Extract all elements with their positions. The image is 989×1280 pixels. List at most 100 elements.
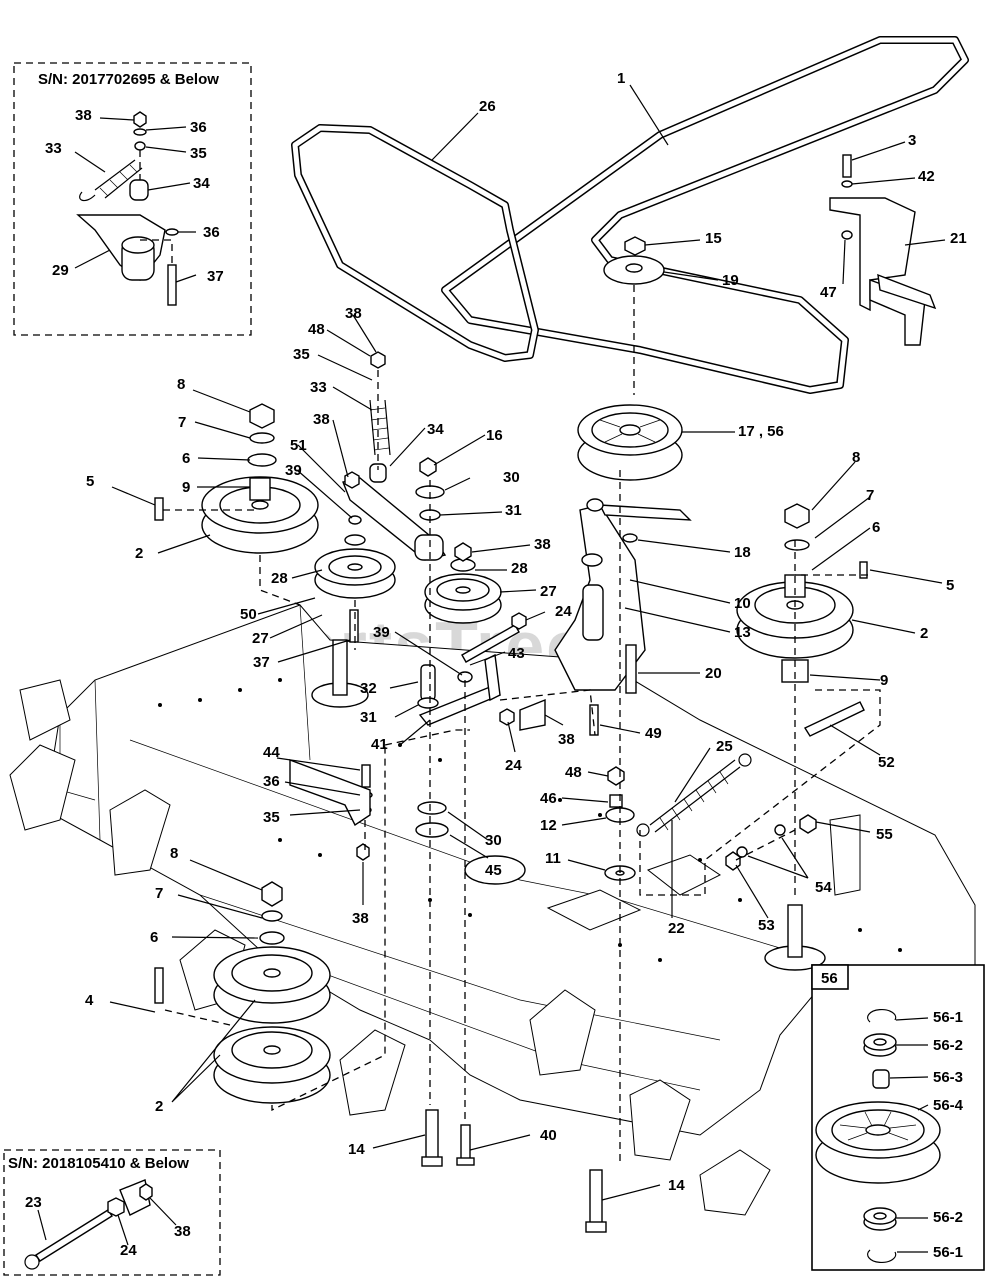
callout-42: 42 <box>918 168 935 185</box>
callout-21: 21 <box>950 230 967 247</box>
inset-callout-33: 33 <box>45 140 62 157</box>
spindle-pulley-left-lower <box>154 881 331 1104</box>
callout-28-center: 28 <box>511 560 528 577</box>
callout-5-left: 5 <box>86 473 94 490</box>
callout-38-mid: 38 <box>558 731 575 748</box>
nut-38-top <box>370 351 386 369</box>
bracket-left <box>289 758 371 827</box>
callout-5-right: 5 <box>946 577 954 594</box>
nut-48 <box>607 766 625 786</box>
callout-26: 26 <box>479 98 496 115</box>
callout-38-center: 38 <box>534 536 551 553</box>
washer-18 <box>622 533 638 543</box>
callout-51: 51 <box>290 437 307 454</box>
idler-pulley-17 <box>577 404 683 481</box>
inset-callout-36-a: 36 <box>190 119 207 136</box>
callout-18: 18 <box>734 544 751 561</box>
assembly-dashed-lines <box>163 285 881 1165</box>
callout-45: 45 <box>485 862 502 879</box>
bolt-52 <box>803 701 865 737</box>
callout-22: 22 <box>668 920 685 937</box>
callout-14-right: 14 <box>668 1177 685 1194</box>
inset-bottom-left: S/N: 2018105410 & Below <box>3 1149 221 1276</box>
inset-bottom-left-title: S/N: 2018105410 & Below <box>8 1155 189 1172</box>
mower-deck <box>9 604 976 1216</box>
bushing-46 <box>609 794 623 808</box>
callout-54: 54 <box>815 879 832 896</box>
bolt-40 <box>456 1124 475 1166</box>
bolt-49 <box>589 704 599 736</box>
callout-4: 4 <box>85 992 94 1009</box>
pulley-28-left <box>314 515 396 599</box>
callout-17-56: 17 , 56 <box>738 423 784 440</box>
callout-9-right: 9 <box>880 672 888 689</box>
callout-32: 32 <box>360 680 377 697</box>
bolt-20 <box>625 644 637 694</box>
callout-43: 43 <box>508 645 525 662</box>
callout-31-b: 31 <box>360 709 377 726</box>
callout-39-b: 39 <box>373 624 390 641</box>
callout-34: 34 <box>427 421 444 438</box>
callout-20: 20 <box>705 665 722 682</box>
inset-callout-37: 37 <box>207 268 224 285</box>
center-pulley-27 <box>424 542 502 624</box>
inset-callout-38-b: 38 <box>174 1223 191 1240</box>
callout-39: 39 <box>285 462 302 479</box>
callout-38-bottom: 38 <box>352 910 369 927</box>
nut-38-left <box>344 471 360 489</box>
callout-27-center: 27 <box>540 583 557 600</box>
inset-callout-56-4: 56-4 <box>933 1097 964 1114</box>
bolt-37 <box>349 609 359 643</box>
bushing-13 <box>581 498 604 567</box>
bracket-38 <box>519 698 546 731</box>
inset-callout-56-1-a: 56-1 <box>933 1009 963 1026</box>
callout-30-b: 30 <box>485 832 502 849</box>
bolt-3 <box>842 154 852 178</box>
nut-16 <box>419 457 437 477</box>
callout-7-left: 7 <box>178 414 186 431</box>
callout-38-top: 38 <box>345 305 362 322</box>
callout-16: 16 <box>486 427 503 444</box>
callout-12: 12 <box>540 817 557 834</box>
inset-callout-56-2-b: 56-2 <box>933 1209 963 1226</box>
spacer-32 <box>420 664 436 701</box>
callout-8-left: 8 <box>177 376 185 393</box>
callout-labels: 1 26 3 42 21 47 15 19 17 , 56 18 10 13 2… <box>25 70 967 1261</box>
callout-1: 1 <box>617 70 625 87</box>
bracket-21 <box>829 197 937 346</box>
bolt-44 <box>361 764 371 788</box>
callout-2-right: 2 <box>920 625 928 642</box>
callout-33: 33 <box>310 379 327 396</box>
callout-31: 31 <box>505 502 522 519</box>
callout-50: 50 <box>240 606 257 623</box>
inset-callout-24: 24 <box>120 1242 137 1259</box>
callout-6-left: 6 <box>182 450 190 467</box>
callout-35-b: 35 <box>263 809 280 826</box>
callout-14-left: 14 <box>348 1141 365 1158</box>
callout-27-left: 27 <box>252 630 269 647</box>
washer-42 <box>841 180 853 188</box>
callout-15: 15 <box>705 230 722 247</box>
spacer-34 <box>369 463 387 483</box>
spring-25 <box>636 753 752 837</box>
callout-38-left: 38 <box>313 411 330 428</box>
inset-top-left: S/N: 2017702695 & Below <box>13 62 252 336</box>
inset-callout-23: 23 <box>25 1194 42 1211</box>
inset-callout-29: 29 <box>52 262 69 279</box>
callout-53: 53 <box>758 917 775 934</box>
bolt-43 <box>461 624 520 663</box>
callout-24-mid: 24 <box>505 757 522 774</box>
nut-55 <box>799 814 817 834</box>
callout-7-right: 7 <box>866 487 874 504</box>
callout-48: 48 <box>308 321 325 338</box>
callout-25: 25 <box>716 738 733 755</box>
callout-28-left: 28 <box>271 570 288 587</box>
callout-35: 35 <box>293 346 310 363</box>
nut-24 <box>499 612 527 726</box>
nut-47 <box>841 230 853 240</box>
callout-49: 49 <box>645 725 662 742</box>
inset-top-left-title: S/N: 2017702695 & Below <box>38 71 219 88</box>
deck-belt-26 <box>291 124 539 362</box>
callout-10: 10 <box>734 595 751 612</box>
callout-30: 30 <box>503 469 520 486</box>
